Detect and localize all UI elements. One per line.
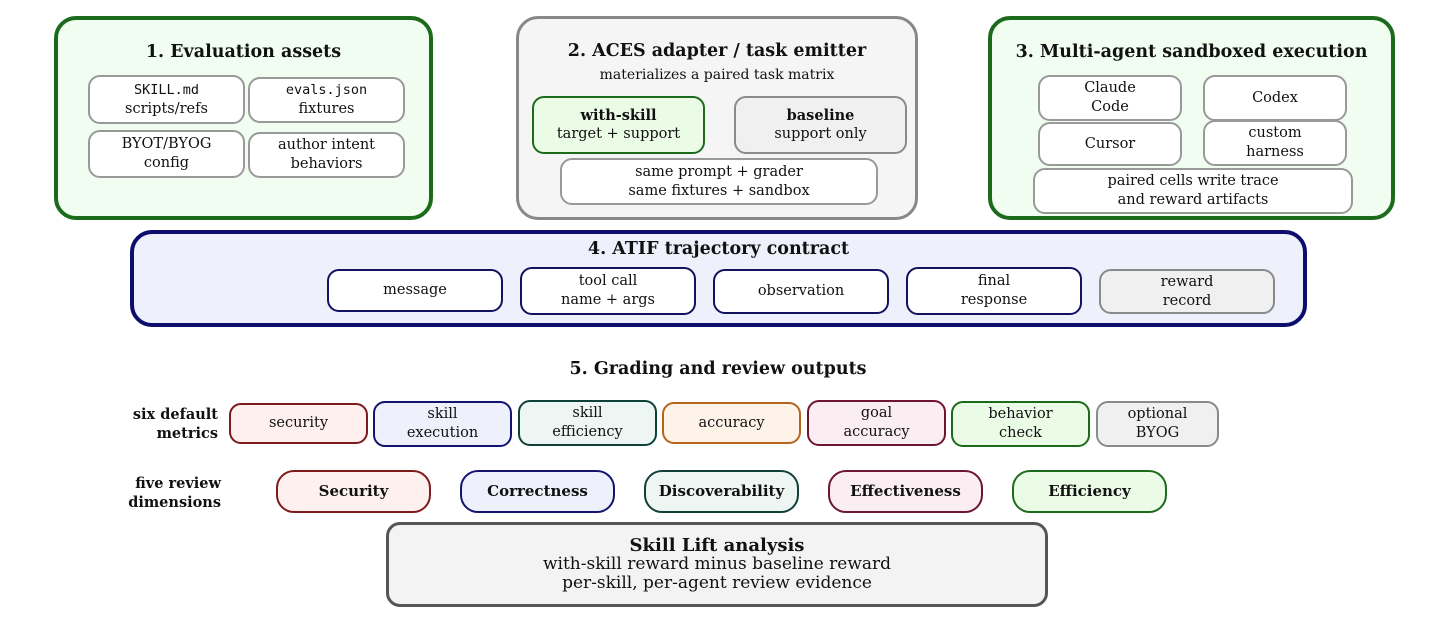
grading-title: 5. Grading and review outputs (569, 359, 867, 379)
evals-json-box: evals.json fixtures (248, 77, 405, 123)
metric-goal-accuracy: goal accuracy (807, 400, 946, 446)
skill-lift-line1: with-skill reward minus baseline reward (542, 554, 892, 574)
agent-codex: Codex (1203, 75, 1347, 121)
byot-byog-config-box: BYOT/BYOG config (88, 130, 245, 178)
aces-adapter-title: 2. ACES adapter / task emitter (567, 41, 867, 61)
agent-custom-harness: custom harness (1203, 120, 1347, 166)
dimension-efficiency: Efficiency (1012, 470, 1167, 513)
agent-claude-code: Claude Code (1038, 75, 1182, 121)
atif-final-response-box: final response (906, 267, 1082, 315)
atif-contract-panel: 4. ATIF trajectory contract message tool… (130, 230, 1307, 327)
with-skill-box: with-skill target + support (532, 96, 705, 154)
metrics-row-label: six default metrics (132, 406, 218, 442)
metric-accuracy: accuracy (662, 402, 801, 444)
metric-skill-execution: skill execution (373, 401, 512, 447)
evaluation-assets-panel: 1. Evaluation assets SKILL.md scripts/re… (54, 16, 433, 220)
atif-tool-call-box: tool call name + args (520, 267, 696, 315)
dimension-discoverability: Discoverability (644, 470, 799, 513)
dimension-correctness: Correctness (460, 470, 615, 513)
author-intent-box: author intent behaviors (248, 132, 405, 178)
aces-adapter-subtitle: materializes a paired task matrix (599, 67, 835, 83)
metric-skill-efficiency: skill efficiency (518, 400, 657, 446)
atif-reward-record-box: reward record (1099, 269, 1275, 314)
evaluation-assets-title: 1. Evaluation assets (145, 42, 342, 62)
metric-security: security (229, 403, 368, 444)
atif-observation-box: observation (713, 269, 889, 314)
paired-cells-box: paired cells write trace and reward arti… (1033, 168, 1353, 214)
review-row-label: five review dimensions (128, 475, 221, 511)
skill-lift-box: Skill Lift analysis with-skill reward mi… (386, 522, 1048, 607)
dimension-effectiveness: Effectiveness (828, 470, 983, 513)
dimension-security: Security (276, 470, 431, 513)
agent-cursor: Cursor (1038, 122, 1182, 166)
multi-agent-panel: 3. Multi-agent sandboxed execution Claud… (988, 16, 1395, 220)
aces-adapter-panel: 2. ACES adapter / task emitter materiali… (516, 16, 918, 220)
skill-md-box: SKILL.md scripts/refs (88, 75, 245, 124)
shared-conditions-box: same prompt + grader same fixtures + san… (560, 158, 878, 205)
metric-optional-byog: optional BYOG (1096, 401, 1219, 447)
multi-agent-title: 3. Multi-agent sandboxed execution (1015, 42, 1368, 62)
metric-behavior-check: behavior check (951, 401, 1090, 447)
skill-lift-title: Skill Lift analysis (629, 535, 805, 556)
atif-message-box: message (327, 269, 503, 312)
baseline-box: baseline support only (734, 96, 907, 154)
atif-contract-title: 4. ATIF trajectory contract (587, 239, 850, 259)
skill-lift-line2: per-skill, per-agent review evidence (562, 573, 872, 593)
